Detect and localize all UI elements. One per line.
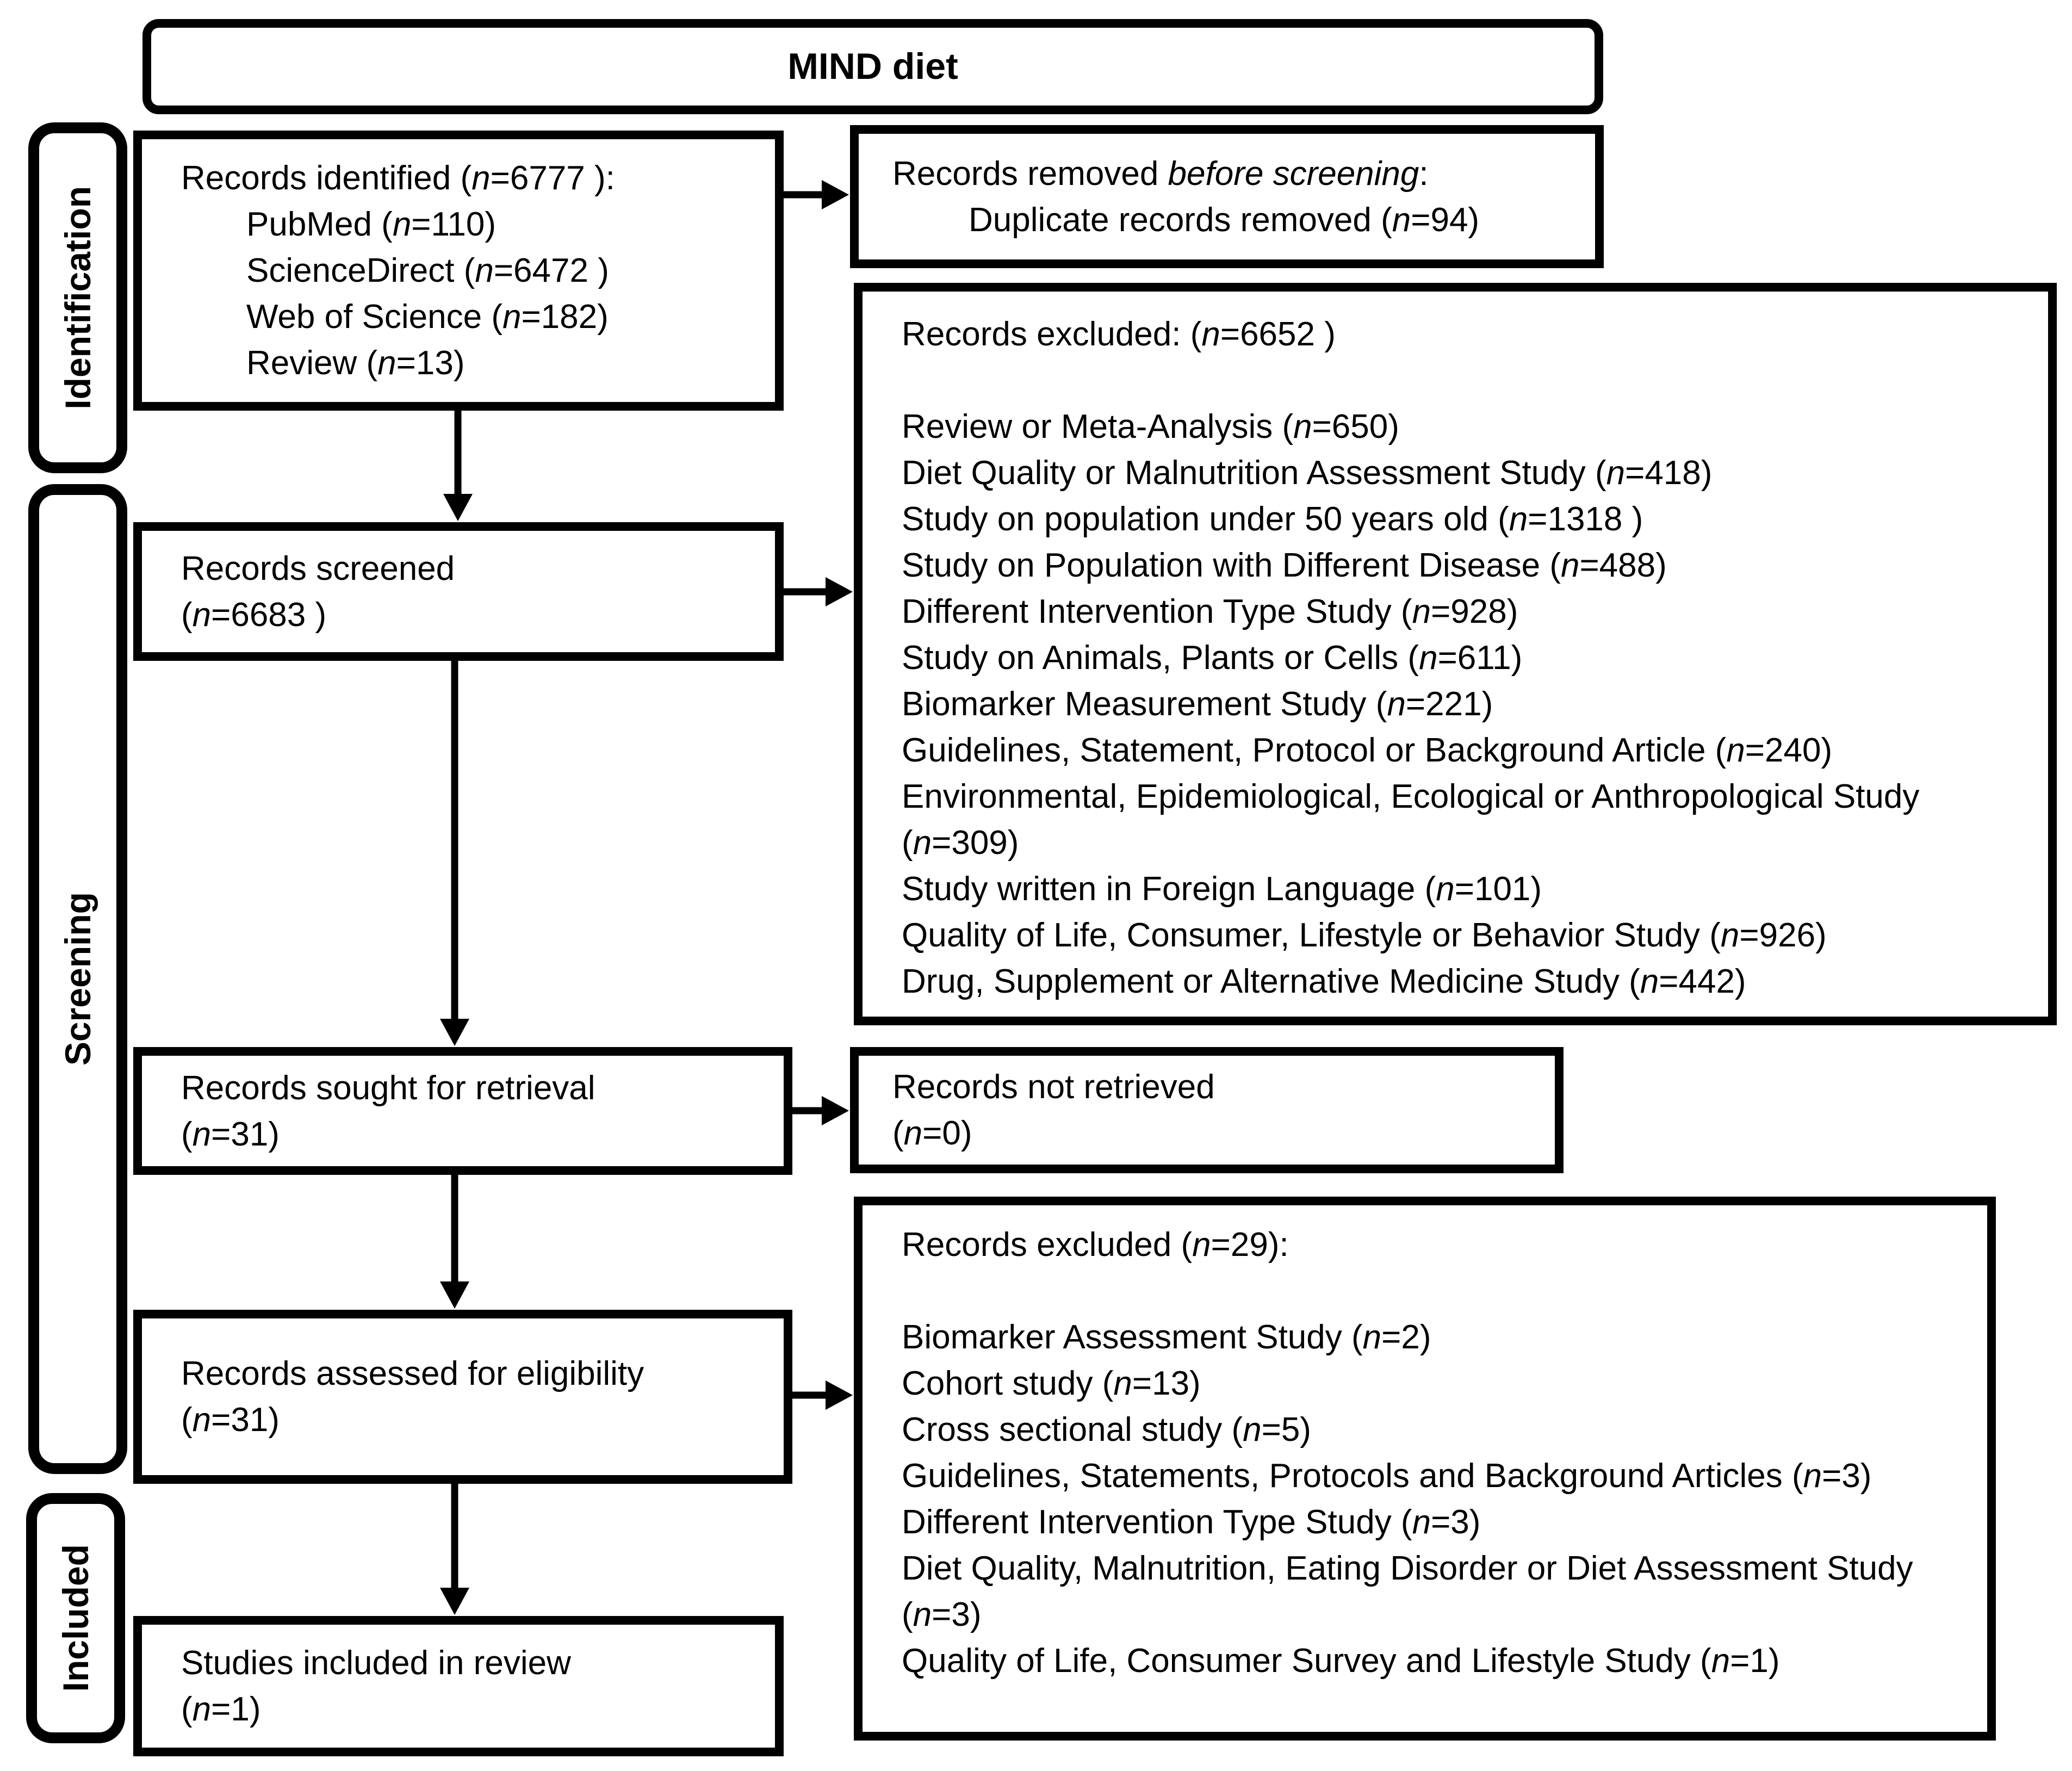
exclusion-reason: Different Intervention Type Study (n=3) (902, 1503, 1481, 1541)
box-studies-included: Studies included in review (n=1) (133, 1616, 784, 1756)
records-excluded-screening-header: Records excluded: (n=6652 ) (902, 315, 1336, 353)
box-records-identified: Records identified (n=6777 ): PubMed (n=… (133, 131, 784, 411)
arrow-sought-to-assessed (440, 1174, 469, 1309)
records-assessed-label: Records assessed for eligibility (181, 1355, 644, 1392)
exclusion-reason: Guidelines, Statements, Protocols and Ba… (902, 1457, 1872, 1495)
exclusion-reason: Review or Meta-Analysis (n=650) (902, 408, 1399, 445)
records-identified-header: Records identified (n=6777 ): (181, 159, 615, 197)
exclusion-reason: Study on Animals, Plants or Cells (n=611… (902, 639, 1523, 677)
box-records-removed: Records removed before screening: Duplic… (850, 125, 1604, 268)
records-sought-count: (n=31) (181, 1115, 280, 1153)
studies-included-count: (n=1) (181, 1691, 261, 1728)
exclusion-reason: Drug, Supplement or Alternative Medicine… (902, 963, 1746, 1000)
exclusion-reason: Cohort study (n=13) (902, 1365, 1201, 1402)
exclusion-reason: Quality of Life, Consumer Survey and Lif… (902, 1642, 1780, 1680)
exclusion-reason: Study on population under 50 years old (… (902, 500, 1643, 538)
records-not-retrieved-count: (n=0) (892, 1114, 972, 1152)
arrow-assessed-to-included (440, 1483, 469, 1615)
source-pubmed: PubMed (n=110) (246, 206, 496, 243)
blank-line (902, 357, 2015, 404)
box-records-sought: Records sought for retrieval (n=31) (133, 1047, 792, 1175)
records-sought-label: Records sought for retrieval (181, 1069, 595, 1107)
arrow-screened-to-excluded (784, 577, 853, 606)
exclusion-reason: Biomarker Assessment Study (n=2) (902, 1318, 1431, 1356)
stage-identification-label: Identification (58, 186, 98, 410)
records-assessed-count: (n=31) (181, 1401, 280, 1439)
exclusion-reason: Diet Quality or Malnutrition Assessment … (902, 454, 1713, 492)
duplicates-removed: Duplicate records removed (n=94) (969, 201, 1480, 239)
stage-included: Included (26, 1493, 125, 1743)
stage-screening: Screening (28, 484, 127, 1474)
stage-identification: Identification (28, 122, 127, 473)
exclusion-reason: Diet Quality, Malnutrition, Eating Disor… (902, 1550, 1913, 1633)
box-records-not-retrieved: Records not retrieved (n=0) (850, 1047, 1564, 1173)
source-review: Review (n=13) (246, 344, 465, 382)
diagram-title-box: MIND diet (142, 19, 1603, 114)
records-screened-label: Records screened (181, 549, 455, 587)
source-web-of-science: Web of Science (n=182) (246, 298, 609, 336)
arrow-identified-to-removed (784, 180, 849, 209)
box-records-excluded-screening: Records excluded: (n=6652 ) Review or Me… (854, 283, 2057, 1025)
arrow-screened-to-sought (440, 660, 469, 1046)
diagram-title: MIND diet (787, 46, 958, 87)
records-screened-count: (n=6683 ) (181, 596, 327, 634)
arrow-sought-to-not-retrieved (791, 1096, 849, 1125)
records-excluded-eligibility-header: Records excluded (n=29): (902, 1226, 1289, 1264)
blank-line (902, 1268, 1955, 1314)
box-records-screened: Records screened (n=6683 ) (133, 522, 784, 661)
stage-screening-label: Screening (58, 892, 98, 1066)
stage-included-label: Included (55, 1544, 96, 1692)
exclusion-reason: Guidelines, Statement, Protocol or Backg… (902, 732, 1833, 769)
source-sciencedirect: ScienceDirect (n=6472 ) (246, 252, 609, 289)
exclusion-reason: Study on Population with Different Disea… (902, 547, 1667, 584)
arrow-identified-to-screened (443, 408, 473, 521)
records-not-retrieved-label: Records not retrieved (892, 1068, 1215, 1106)
studies-included-label: Studies included in review (181, 1644, 571, 1682)
box-records-excluded-eligibility: Records excluded (n=29): Biomarker Asses… (854, 1197, 1996, 1741)
exclusion-reason: Study written in Foreign Language (n=101… (902, 870, 1542, 908)
records-removed-header: Records removed before screening: (892, 154, 1429, 193)
exclusion-reason: Quality of Life, Consumer, Lifestyle or … (902, 917, 1827, 954)
exclusion-reason: Environmental, Epidemiological, Ecologic… (902, 778, 1920, 862)
exclusion-reason: Cross sectional study (n=5) (902, 1411, 1311, 1448)
box-records-assessed: Records assessed for eligibility (n=31) (133, 1310, 792, 1484)
exclusion-reason: Different Intervention Type Study (n=928… (902, 593, 1518, 630)
exclusion-reason: Biomarker Measurement Study (n=221) (902, 685, 1493, 723)
arrow-assessed-to-excluded (791, 1380, 853, 1410)
